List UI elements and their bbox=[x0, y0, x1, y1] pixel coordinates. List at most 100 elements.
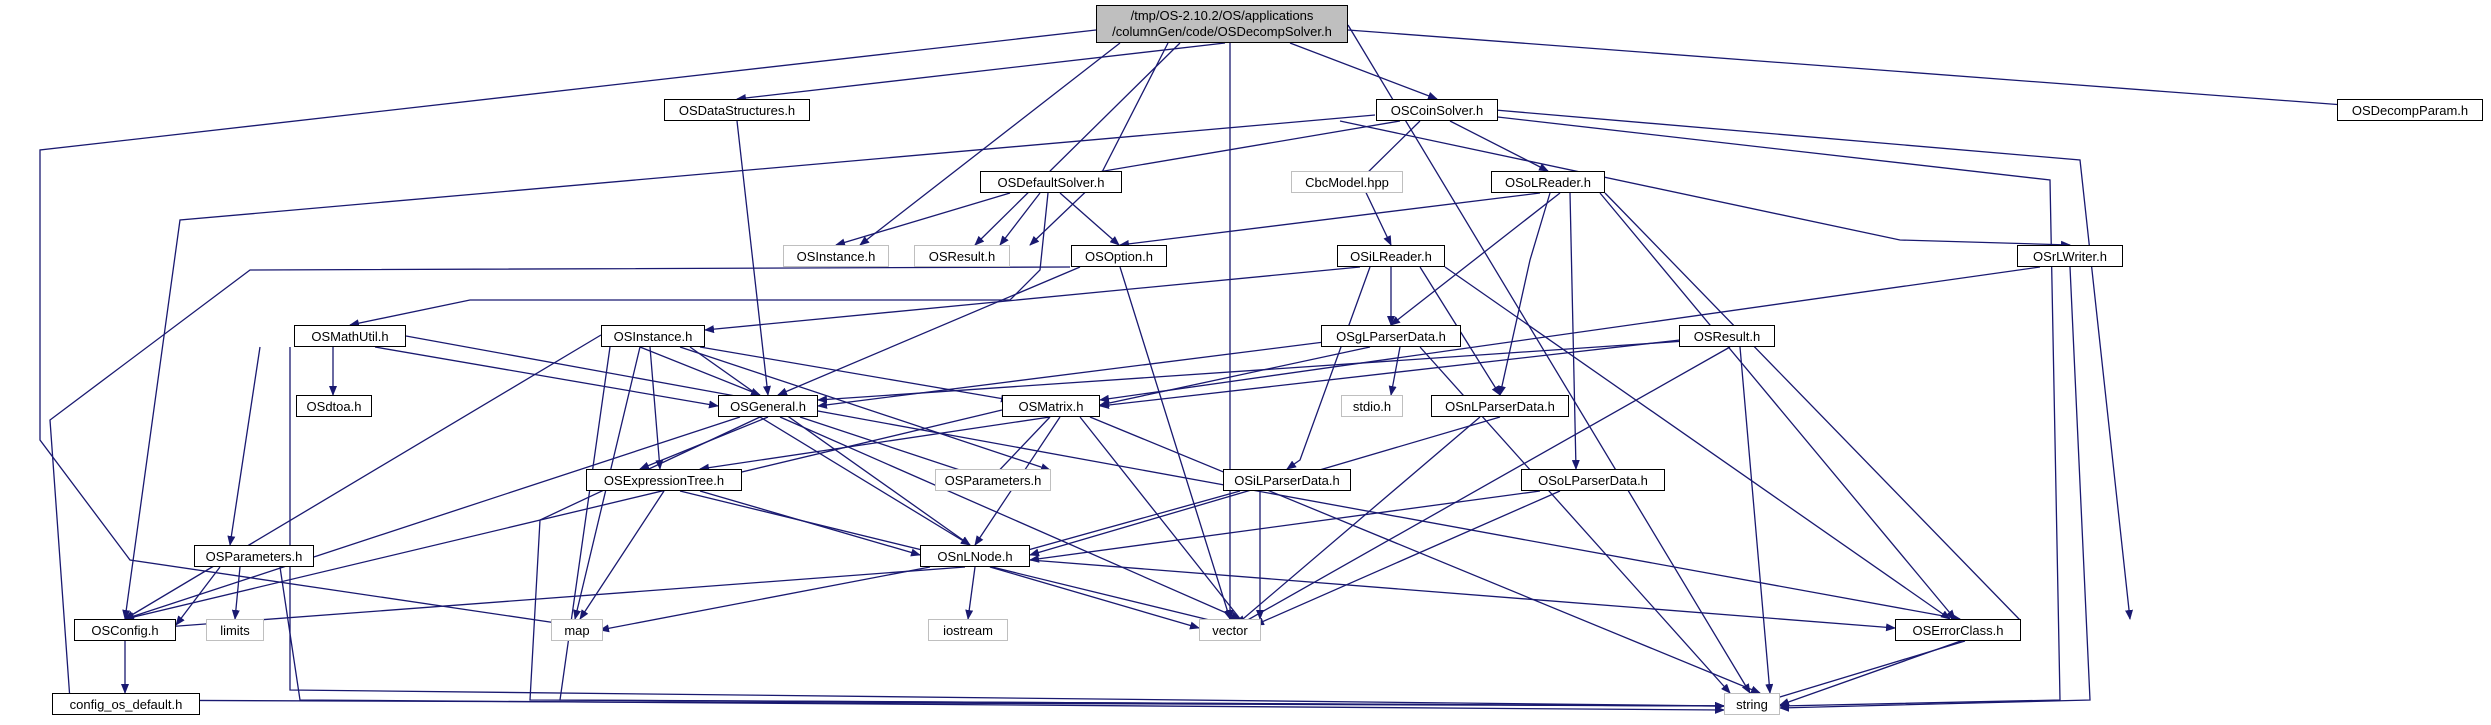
dependency-edge-86 bbox=[175, 566, 221, 626]
node-osdtoa[interactable]: OSdtoa.h bbox=[296, 395, 372, 417]
dependency-edge-87 bbox=[231, 566, 241, 620]
node-config-os-default[interactable]: config_os_default.h bbox=[52, 693, 200, 715]
dependency-edge-38 bbox=[405, 335, 1961, 622]
node-cbcmodel: CbcModel.hpp bbox=[1291, 171, 1403, 193]
dependency-edge-55 bbox=[1099, 339, 1681, 409]
dependency-edge-57 bbox=[1739, 346, 1774, 694]
dependency-edge-19 bbox=[999, 192, 1041, 246]
dependency-edge-5 bbox=[39, 29, 1097, 628]
dependency-edge-20 bbox=[835, 192, 1011, 247]
node-osdecompparam[interactable]: OSDecompParam.h bbox=[2337, 99, 2483, 121]
node-osglparserdata[interactable]: OSgLParserData.h bbox=[1321, 325, 1461, 347]
dependency-edge-53 bbox=[817, 339, 1341, 409]
dependency-edge-46 bbox=[689, 346, 971, 546]
dependency-edge-24 bbox=[1498, 192, 1551, 396]
dependency-edge-16 bbox=[1494, 109, 2134, 620]
dependency-edge-70 bbox=[124, 409, 1003, 621]
node-osrlwriter[interactable]: OSrLWriter.h bbox=[2017, 245, 2123, 267]
dependency-edge-64 bbox=[124, 416, 741, 620]
dependency-edge-35 bbox=[1444, 266, 1951, 620]
dependency-edge-56 bbox=[817, 339, 1701, 404]
node-osolreader[interactable]: OSoLReader.h bbox=[1491, 171, 1605, 193]
dependency-edge-25 bbox=[1569, 192, 1580, 470]
dependency-edge-67 bbox=[1079, 416, 1246, 626]
node-osilreader[interactable]: OSiLReader.h bbox=[1337, 245, 1445, 267]
node-osdefaultsolver[interactable]: OSDefaultSolver.h bbox=[980, 171, 1122, 193]
node-osmatrix[interactable]: OSMatrix.h bbox=[1002, 395, 1100, 417]
node-osmathutil[interactable]: OSMathUtil.h bbox=[294, 325, 406, 347]
dependency-edge-40 bbox=[227, 346, 261, 546]
dependency-edge-52 bbox=[1099, 346, 1371, 408]
dependency-edge-48 bbox=[124, 334, 602, 620]
dependency-edge-22 bbox=[1119, 192, 1541, 248]
node-osilparserdata[interactable]: OSiLParserData.h bbox=[1223, 469, 1351, 491]
dependency-edge-33 bbox=[704, 266, 1361, 334]
node-osinstance[interactable]: OSInstance.h bbox=[601, 325, 705, 347]
node-osresult[interactable]: OSResult.h bbox=[1679, 325, 1775, 347]
node-vector: vector bbox=[1199, 619, 1261, 641]
dependency-edge-37 bbox=[1779, 266, 2091, 712]
dependency-edge-2 bbox=[1289, 42, 1438, 100]
dependency-edge-26 bbox=[1599, 192, 1956, 620]
dependency-edge-11 bbox=[1050, 120, 1401, 183]
node-osolparserdata[interactable]: OSoLParserData.h bbox=[1521, 469, 1665, 491]
node-osoption[interactable]: OSOption.h bbox=[1071, 245, 1167, 267]
dependency-edge-78 bbox=[1029, 490, 1541, 563]
dependency-edge-43 bbox=[649, 346, 664, 470]
dependency-edge-68 bbox=[1089, 416, 1761, 694]
node-oscoinsolver[interactable]: OSCoinSolver.h bbox=[1376, 99, 1498, 121]
node-osdecompsolver-root: /tmp/OS-2.10.2/OS/applications /columnGe… bbox=[1096, 5, 1348, 43]
node-iostream: iostream bbox=[928, 619, 1008, 641]
dependency-edge-42 bbox=[289, 347, 1725, 710]
node-osinstance-external: OSInstance.h bbox=[783, 245, 889, 267]
node-osnlnode[interactable]: OSnLNode.h bbox=[920, 545, 1030, 567]
dependency-edge-4 bbox=[1347, 24, 1751, 694]
dependency-edge-84 bbox=[599, 566, 931, 633]
node-osdatastructures[interactable]: OSDataStructures.h bbox=[664, 99, 810, 121]
root-path-line2: /columnGen/code/OSDecompSolver.h bbox=[1112, 24, 1332, 39]
dependency-edge-60 bbox=[759, 416, 971, 546]
node-osconfig[interactable]: OSConfig.h bbox=[74, 619, 176, 641]
dependency-edge-72 bbox=[1229, 416, 1481, 631]
dependency-edge-51 bbox=[1388, 346, 1401, 396]
node-oserrorclass[interactable]: OSErrorClass.h bbox=[1895, 619, 2021, 641]
dependency-edge-73 bbox=[579, 490, 665, 620]
dependency-edge-88 bbox=[279, 566, 1725, 714]
root-path-line1: /tmp/OS-2.10.2/OS/applications bbox=[1130, 8, 1314, 23]
node-osresult-external: OSResult.h bbox=[914, 245, 1010, 267]
node-osnlparserdata[interactable]: OSnLParserData.h bbox=[1431, 395, 1569, 417]
node-osgeneral[interactable]: OSGeneral.h bbox=[718, 395, 818, 417]
node-osexpressiontree[interactable]: OSExpressionTree.h bbox=[586, 469, 742, 491]
dependency-edge-85 bbox=[1769, 640, 1966, 702]
dependency-edge-79 bbox=[1254, 490, 1561, 626]
dependency-edge-15 bbox=[122, 114, 1376, 620]
dependency-edge-3 bbox=[1347, 29, 2411, 114]
dependency-edge-45 bbox=[679, 346, 1051, 471]
node-stdio: stdio.h bbox=[1341, 395, 1403, 417]
dependency-edge-7 bbox=[859, 42, 1121, 246]
dependency-edge-18 bbox=[1059, 192, 1120, 246]
dependency-edge-77 bbox=[1009, 490, 1241, 557]
dependency-edge-10 bbox=[736, 120, 771, 396]
node-osparameters[interactable]: OSParameters.h bbox=[194, 545, 314, 567]
dependency-edge-14 bbox=[1339, 120, 2071, 249]
dependency-edge-44 bbox=[639, 346, 761, 396]
dependency-edge-82 bbox=[989, 566, 1200, 630]
dependency-edge-65 bbox=[699, 416, 1051, 472]
dependency-edge-17 bbox=[1479, 114, 2061, 710]
node-string: string bbox=[1724, 693, 1780, 715]
dependency-edge-29 bbox=[1119, 266, 1232, 620]
dependency-edge-61 bbox=[779, 416, 1241, 620]
dependency-edge-80 bbox=[124, 566, 966, 634]
dependency-edge-1 bbox=[736, 42, 1226, 102]
dependency-edge-13 bbox=[1449, 120, 1549, 172]
dependency-edge-36 bbox=[1099, 266, 2041, 403]
dependency-edge-28 bbox=[777, 266, 1081, 396]
dependency-edge-21 bbox=[349, 192, 1049, 328]
dependency-edge-50 bbox=[699, 346, 1011, 403]
dependency-edge-63 bbox=[529, 416, 1725, 710]
dependency-edge-39 bbox=[374, 346, 719, 409]
dependency-edge-8 bbox=[974, 42, 1181, 246]
